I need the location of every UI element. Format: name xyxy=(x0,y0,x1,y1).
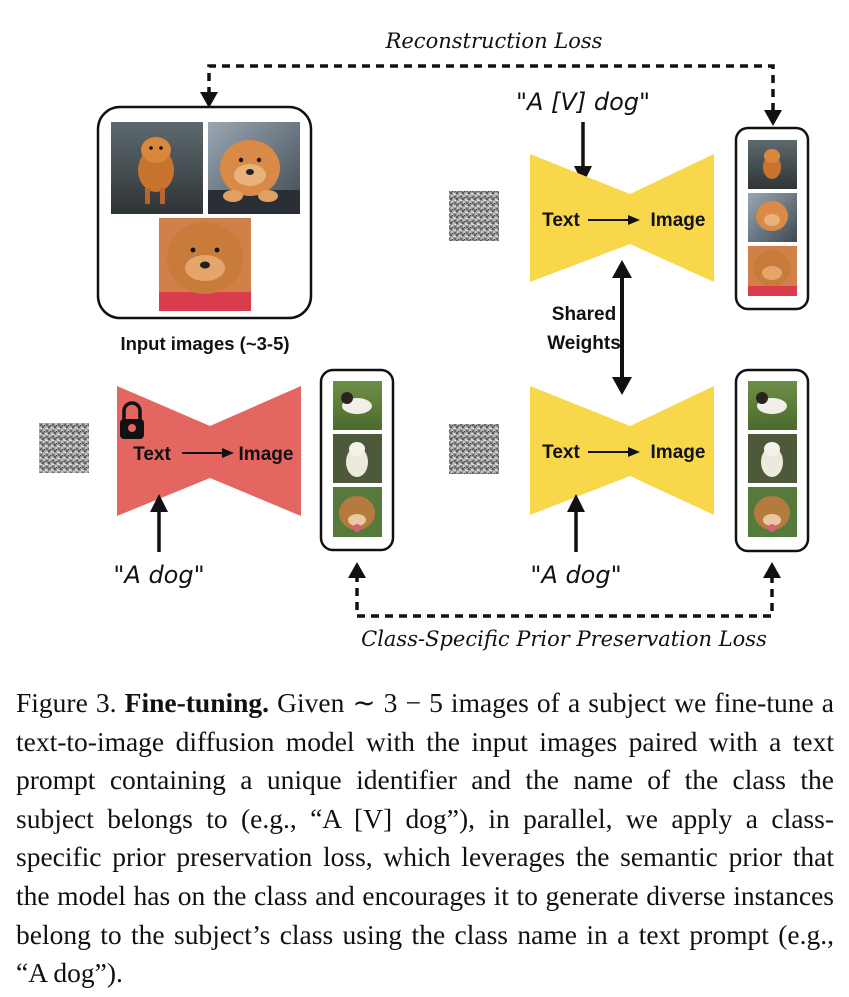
figure-caption: Figure 3. Fine-tuning. Given ∼ 3 − 5 ima… xyxy=(16,684,834,993)
dog-photo xyxy=(333,487,382,537)
prior-preservation-loss-label: Class-Specific Prior Preservation Loss xyxy=(361,627,767,651)
dog-photo xyxy=(333,381,382,430)
prompt-specific-top: "A [V] dog" xyxy=(516,88,650,116)
arrowhead-down xyxy=(612,377,632,395)
dog-photo xyxy=(159,218,251,311)
noise-image xyxy=(449,424,499,474)
arrowhead-left-down xyxy=(200,92,218,108)
frozen-model-text-label: Text xyxy=(133,444,171,465)
caption-title: Fine-tuning. xyxy=(124,687,270,718)
shared-weights-label-1: Shared xyxy=(552,304,616,325)
dog-photo xyxy=(111,122,203,214)
arrowhead-up xyxy=(612,260,632,278)
frozen-model-image-label: Image xyxy=(239,444,294,465)
bottom-model-text-label: Text xyxy=(542,442,580,463)
arrowhead-right xyxy=(628,447,640,457)
caption-body: Given ∼ 3 − 5 images of a subject we fin… xyxy=(16,687,834,989)
noise-image xyxy=(39,423,89,473)
frozen-pretrained-model xyxy=(117,386,301,516)
reconstruction-loss-label: Reconstruction Loss xyxy=(385,29,603,53)
arrowhead-right-down xyxy=(764,110,782,126)
dog-photo xyxy=(748,140,797,189)
input-images-label: Input images (~3-5) xyxy=(120,333,289,354)
top-model-image-label: Image xyxy=(651,210,706,231)
arrowhead-up xyxy=(763,562,781,578)
bottom-trainable-model xyxy=(530,386,714,515)
dog-photo xyxy=(748,434,797,483)
arrowhead-down xyxy=(574,166,592,184)
prompt-class-left: "A dog" xyxy=(113,561,204,589)
prompt-class-right: "A dog" xyxy=(530,561,621,589)
top-trainable-model xyxy=(530,154,714,282)
dog-photo xyxy=(748,381,797,430)
fine-tuning-diagram: Reconstruction Loss Input images (~3-5) … xyxy=(39,29,810,651)
dog-photo xyxy=(333,434,382,483)
prior-preservation-loss-line xyxy=(355,574,774,618)
top-model-text-label: Text xyxy=(542,210,580,231)
arrowhead-right xyxy=(628,215,640,225)
arrowhead-up xyxy=(150,494,168,512)
arrowhead-right xyxy=(222,448,234,458)
shared-weights-label-2: Weights xyxy=(547,333,621,354)
dog-photo xyxy=(748,193,797,242)
reconstruction-loss-line xyxy=(207,64,775,112)
lock-icon xyxy=(120,401,144,439)
dog-photo xyxy=(208,122,300,214)
figure-label: Figure 3. xyxy=(16,687,117,718)
dog-photo xyxy=(748,246,797,296)
bottom-model-image-label: Image xyxy=(651,442,706,463)
dog-photo xyxy=(748,487,797,537)
noise-image xyxy=(449,191,499,241)
arrowhead-up xyxy=(567,494,585,512)
arrowhead-up xyxy=(348,562,366,578)
